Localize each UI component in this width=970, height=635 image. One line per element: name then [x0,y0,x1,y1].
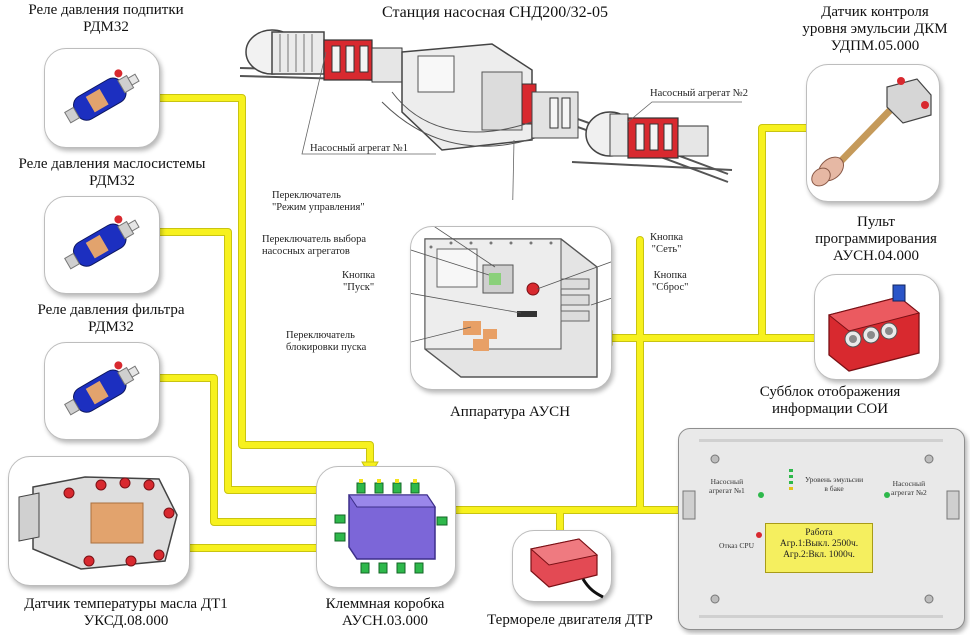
junction-box-icon [334,479,448,574]
temp-sensor-tile [8,456,190,586]
soi-panel: Насосный агрегат №1 Насосный агрегат №2 … [678,428,965,630]
level-sensor-tile [806,64,940,202]
pump2-label: Насосный агрегат №2 [650,88,749,99]
relay-filter-tile [44,342,160,440]
junction-box-label: Клеммная коробка АУСН.03.000 [325,596,445,629]
level-sensor-icon [811,77,932,187]
callout-net-button: Кнопка "Сеть" [650,232,684,255]
apparatus-label: Аппаратура АУСН [449,404,571,420]
callout-pump-select: Переключатель выбора насосных агрегатов [262,234,367,257]
pump-station-illustration [239,29,742,200]
control-cabinet-icon [374,210,646,378]
soi-level-indicator: Уровень эмульсии в баке [805,475,864,493]
soi-pump1-indicator: Насосный агрегат №1 [709,477,745,495]
soi-panel-body [682,439,960,618]
callout-start-button: Кнопка "Пуск" [342,270,376,293]
thermo-relay-label: Термореле двигателя ДТР [487,612,653,628]
junction-box-tile [316,466,456,588]
soi-screen-line: Работа [805,528,833,538]
soi-pump2-indicator: Насосный агрегат №2 [891,479,927,497]
soi-label: Субблок отображения информации СОИ [759,384,901,417]
programming-console-icon [827,284,921,372]
relay-oil-tile [44,196,160,294]
pressure-relay-icon [64,361,140,416]
relay-feed-tile [44,48,160,148]
console-label: Пульт программирования АУСН.04.000 [815,214,937,264]
level-sensor-label: Датчик контроля уровня эмульсии ДКМ УДПМ… [802,4,948,54]
soi-display-screen: Работа Агр.1:Выкл. 2500ч. Агр.2:Вкл. 100… [765,523,873,573]
relay-filter-label: Реле давления фильтра РДМ32 [37,302,185,335]
relay-feed-label: Реле давления подпитки РДМ32 [28,2,184,35]
thermo-relay-tile [512,530,612,602]
temp-sensor-label: Датчик температуры масла ДТ1 УКСД.08.000 [24,596,228,629]
pressure-relay-icon [64,69,140,124]
soi-screen-line: Агр.2:Вкл. 1000ч. [783,550,855,560]
console-tile [814,274,940,380]
pressure-relay-icon [64,215,140,270]
soi-screen-line: Агр.1:Выкл. 2500ч. [779,539,859,549]
pump1-label: Насосный агрегат №1 [310,143,409,154]
temperature-sensor-icon [18,476,178,570]
soi-cpu-fail-indicator: Отказ CPU [719,541,754,550]
apparatus-tile [374,210,646,390]
callout-start-lock: Переключатель блокировки пуска [286,330,367,353]
thermo-relay-icon [529,538,604,599]
callout-reset-button: Кнопка "Сброс" [652,270,689,293]
relay-oil-label: Реле давления маслосистемы РДМ32 [18,156,206,189]
station-title: Станция насосная СНД200/32-05 [382,4,608,21]
callout-mode-switch: Переключатель "Режим управления" [272,190,365,213]
